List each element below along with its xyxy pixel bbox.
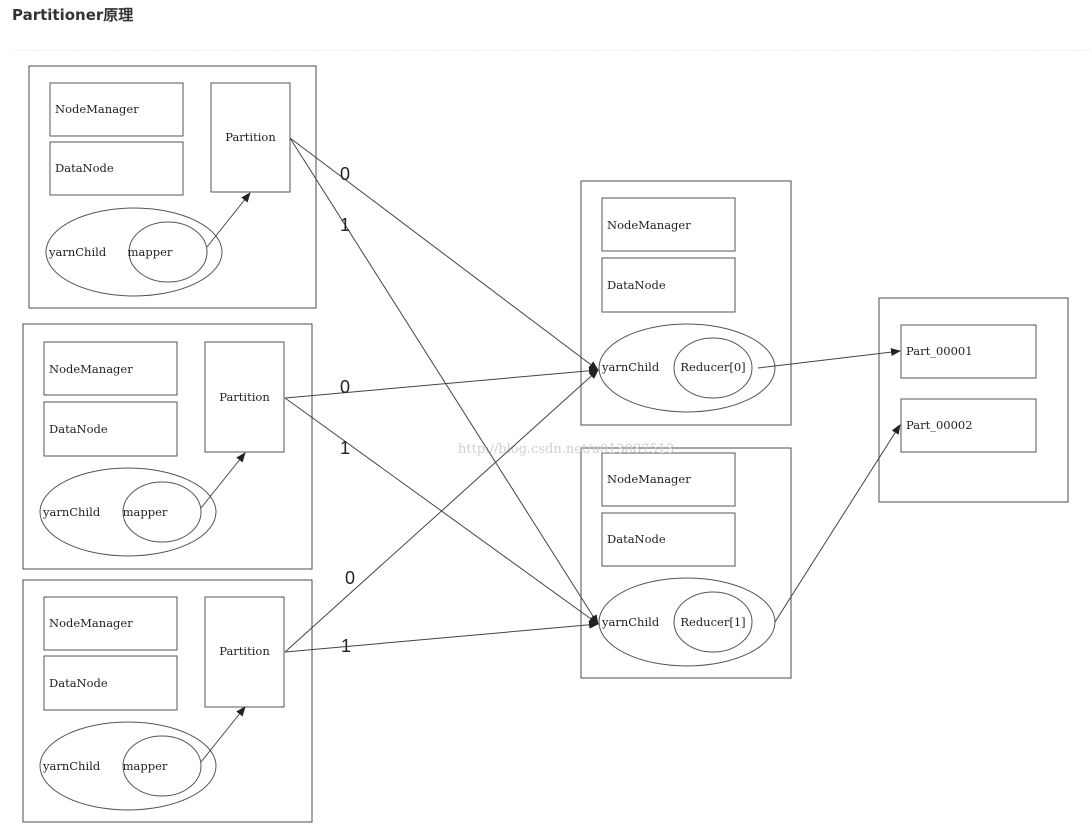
- reducer-node-1-nodemanager-label: NodeManager: [607, 218, 691, 232]
- edge-label-p1-1: 1: [340, 215, 350, 235]
- reducer-node-2-yarnchild-label: yarnChild: [601, 615, 660, 629]
- mapper-node-1-nodemanager-box: [49, 82, 184, 137]
- reducer-node-2-reducer-ellipse: [673, 591, 753, 653]
- reducer-node-2-datanode-label: DataNode: [607, 532, 666, 546]
- mapper-node-1-partition-label: Partition: [225, 130, 276, 144]
- edge-p3-to-reducer-1: [284, 620, 599, 653]
- edge-label-p1-0: 0: [340, 164, 350, 184]
- mapper-node-3-yarnchild-label: yarnChild: [42, 759, 101, 773]
- page-title: Partitioner原理: [12, 6, 134, 24]
- watermark: http://blog.csdn.net/u013087513: [458, 442, 674, 457]
- reducer-node-2-nodemanager-box: [601, 452, 736, 507]
- reducer-node-1-yarnchild-ellipse: [598, 323, 776, 413]
- mapper-node-1-mapper-ellipse: [128, 221, 208, 283]
- mapper-node-3-partition-label: Partition: [219, 644, 270, 658]
- output-part-1-label: Part_00001: [906, 344, 973, 358]
- mapper-node-1-nodemanager-label: NodeManager: [55, 102, 139, 116]
- mapper-node-2: NodeManager DataNode Partition yarnChild…: [22, 323, 313, 570]
- edge-label-p2-1: 1: [340, 438, 350, 458]
- mapper-node-2-yarnchild-ellipse: [39, 467, 217, 557]
- mapper-node-1: NodeManager DataNode Partition yarnChild…: [28, 65, 317, 309]
- mapper-node-2-mapper-ellipse: [122, 481, 202, 543]
- title-divider: [12, 50, 1090, 51]
- mapper-node-2-partition-box: [204, 341, 285, 453]
- mapper-node-1-mapper-label: mapper: [128, 245, 173, 259]
- edge-label-p3-0: 0: [345, 568, 355, 588]
- edge-p2-to-reducer-0: [284, 366, 599, 399]
- mapper-2-to-partition-arrow: [200, 452, 246, 509]
- mapper-node-3-partition-box: [204, 596, 285, 708]
- mapper-3-to-partition-arrow: [200, 706, 246, 763]
- edge-label-p3-1: 1: [341, 636, 351, 656]
- mapper-node-2-yarnchild-label: yarnChild: [42, 505, 101, 519]
- mapper-node-3-datanode-box: [43, 655, 178, 711]
- reducer-node-1-reducer-ellipse: [673, 337, 753, 399]
- edge-p3-to-reducer-0: [284, 369, 599, 653]
- mapper-node-2-datanode-box: [43, 401, 178, 457]
- mapper-node-3-nodemanager-label: NodeManager: [49, 616, 133, 630]
- mapper-node-1-yarnchild-ellipse: [45, 207, 223, 297]
- mapper-1-to-partition-arrow: [206, 192, 251, 248]
- mapper-node-1-yarnchild-label: yarnChild: [48, 245, 107, 259]
- edge-label-p2-0: 0: [340, 377, 350, 397]
- mapper-node-2-nodemanager-label: NodeManager: [49, 362, 133, 376]
- reducer-node-1-yarnchild-label: yarnChild: [601, 360, 660, 374]
- edge-reducer-0-to-part-1: [757, 348, 901, 369]
- mapper-node-3-mapper-label: mapper: [123, 759, 168, 773]
- mapper-node-1-partition-box: [210, 82, 291, 193]
- mapper-node-3-mapper-ellipse: [122, 735, 202, 797]
- reducer-node-1-nodemanager-box: [601, 197, 736, 252]
- mapper-node-3: NodeManager DataNode Partition yarnChild…: [22, 579, 313, 823]
- mapper-node-3-datanode-label: DataNode: [49, 676, 108, 690]
- mapper-node-2-partition-label: Partition: [219, 390, 270, 404]
- mapper-node-1-datanode-label: DataNode: [55, 161, 114, 175]
- reducer-node-2-nodemanager-label: NodeManager: [607, 472, 691, 486]
- mapper-node-2-datanode-label: DataNode: [49, 422, 108, 436]
- edge-p1-to-reducer-1: [289, 137, 599, 625]
- mapper-node-1-datanode-box: [49, 141, 184, 196]
- output-part-1-box: [900, 324, 1037, 379]
- output-part-2-label: Part_00002: [906, 418, 973, 432]
- output-part-2-box: [900, 398, 1037, 453]
- mapper-node-3-nodemanager-box: [43, 596, 178, 651]
- reducer-node-1-reducer-label: Reducer[0]: [680, 360, 745, 374]
- edge-p1-to-reducer-0: [289, 137, 599, 371]
- edge-reducer-1-to-part-2: [774, 424, 901, 623]
- reducer-node-2: NodeManager DataNode yarnChild Reducer[1…: [580, 447, 792, 679]
- reducer-node-1-datanode-box: [601, 257, 736, 313]
- mapper-node-3-yarnchild-ellipse: [39, 721, 217, 811]
- reducer-node-2-datanode-box: [601, 512, 736, 567]
- mapper-node-2-mapper-label: mapper: [123, 505, 168, 519]
- mapper-node-2-nodemanager-box: [43, 341, 178, 396]
- output-node: Part_00001 Part_00002: [878, 297, 1069, 503]
- reducer-node-1: NodeManager DataNode yarnChild Reducer[0…: [580, 180, 792, 426]
- reducer-node-1-datanode-label: DataNode: [607, 278, 666, 292]
- reducer-node-2-reducer-label: Reducer[1]: [680, 615, 745, 629]
